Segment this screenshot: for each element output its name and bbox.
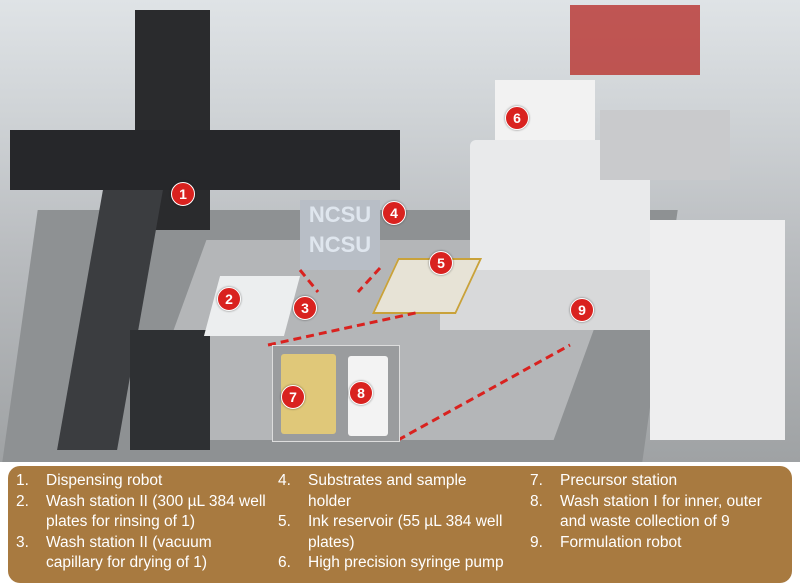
legend-item: 5. Ink reservoir (55 µL 384 well plates) <box>270 512 530 553</box>
legend-text: Formulation robot <box>560 533 682 551</box>
legend-num: 6. <box>278 554 291 571</box>
marker-6: 6 <box>505 106 529 130</box>
legend-num: 8. <box>530 492 543 510</box>
legend-item: 1. Dispensing robot <box>8 471 268 492</box>
legend-num: 1. <box>16 472 29 489</box>
legend-item: 6. High precision syringe pump <box>270 553 530 574</box>
marker-8: 8 <box>349 381 373 405</box>
marker-9: 9 <box>570 298 594 322</box>
legend-text: Wash station I for inner, outer and wast… <box>560 492 762 531</box>
window-red-panels <box>570 5 700 75</box>
controller-unit <box>650 220 785 440</box>
rail-front <box>130 330 210 450</box>
legend-num: 3. <box>16 533 29 551</box>
legend-column-2: 4. Substrates and sample holder 5. Ink res… <box>270 471 530 574</box>
marker-1: 1 <box>171 182 195 206</box>
legend-item: 2. Wash station II (300 µL 384 well plate… <box>8 492 268 533</box>
legend-column-1: 1. Dispensing robot 2. Wash station II (30… <box>8 471 268 574</box>
marker-3: 3 <box>293 296 317 320</box>
legend-num: 4. <box>278 472 291 489</box>
legend-text: Substrates and sample holder <box>308 472 467 510</box>
marker-2: 2 <box>217 287 241 311</box>
legend-text: High precision syringe pump <box>308 554 504 571</box>
legend-item: 7. Precursor station <box>522 471 787 492</box>
marker-4: 4 <box>382 201 406 225</box>
legend-column-3: 7. Precursor station 8. Wash station I for… <box>522 471 787 553</box>
formulation-robot-arm <box>440 270 660 330</box>
legend-text: Dispensing robot <box>46 472 163 489</box>
legend-item: 4. Substrates and sample holder <box>270 471 530 512</box>
ncsu-logo-text: NCSU <box>308 202 372 227</box>
legend-item: 8. Wash station I for inner, outer and wa… <box>522 492 787 533</box>
robot-platform-photo: NCSU NCSU 1 2 3 4 5 6 7 8 9 <box>0 0 800 462</box>
substrate-display: NCSU NCSU <box>300 200 380 270</box>
callout-lines <box>267 266 571 442</box>
legend-num: 2. <box>16 492 29 510</box>
legend-num: 9. <box>530 533 543 551</box>
legend-num: 7. <box>530 472 543 489</box>
legend-text: Wash station II (vacuum capillary for dr… <box>46 533 212 572</box>
legend-box: 1. Dispensing robot 2. Wash station II (30… <box>8 466 792 583</box>
formulation-robot-tower <box>600 110 730 180</box>
legend-text: Wash station II (300 µL 384 well plates … <box>46 492 266 531</box>
legend-text: Precursor station <box>560 472 678 489</box>
legend-item: 9. Formulation robot <box>522 533 787 554</box>
legend-text: Ink reservoir (55 µL 384 well plates) <box>308 513 503 551</box>
marker-5: 5 <box>429 251 453 275</box>
dispensing-robot-arm <box>10 130 400 190</box>
ncsu-logo-text: NCSU <box>308 232 372 257</box>
legend-num: 5. <box>278 513 291 530</box>
legend-item: 3. Wash station II (vacuum capillary for … <box>8 533 268 574</box>
marker-7: 7 <box>281 385 305 409</box>
